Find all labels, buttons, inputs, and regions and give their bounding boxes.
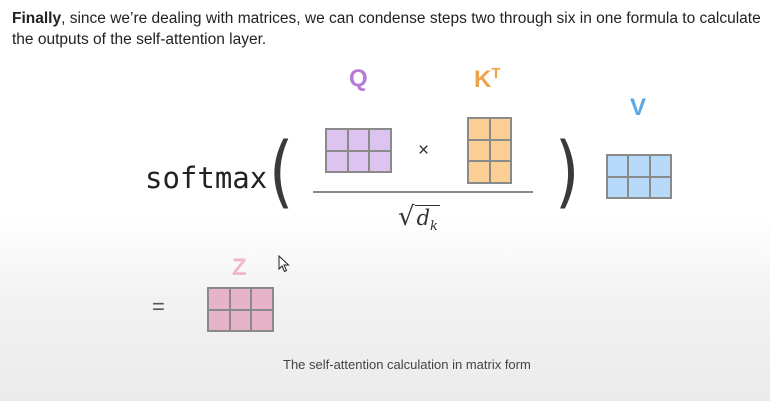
q-label: Q <box>349 65 368 92</box>
left-parenthesis: ( <box>269 127 294 217</box>
v-label: V <box>630 94 647 121</box>
dk-term: dk <box>414 205 440 235</box>
fraction-bar <box>313 191 533 193</box>
times-symbol: × <box>418 140 430 161</box>
k-transpose-matrix <box>467 117 512 184</box>
z-label: Z <box>232 254 247 281</box>
softmax-function: softmax <box>145 161 268 195</box>
intro-paragraph: Finally, since we’re dealing with matric… <box>12 8 768 50</box>
figure-caption: The self-attention calculation in matrix… <box>283 357 531 372</box>
intro-bold: Finally <box>12 10 62 27</box>
z-matrix <box>207 287 274 332</box>
sqrt-dk: √dk <box>398 202 440 234</box>
q-matrix <box>325 128 392 173</box>
k-transpose: T <box>491 65 501 82</box>
sqrt-symbol: √ <box>398 202 415 232</box>
k-label: KT <box>474 65 501 94</box>
equals-symbol: = <box>152 294 165 319</box>
v-matrix <box>606 154 672 199</box>
intro-text: , since we’re dealing with matrices, we … <box>12 10 761 48</box>
right-parenthesis: ) <box>555 127 580 217</box>
mouse-pointer-icon <box>278 255 290 273</box>
k-letter: K <box>474 66 492 93</box>
